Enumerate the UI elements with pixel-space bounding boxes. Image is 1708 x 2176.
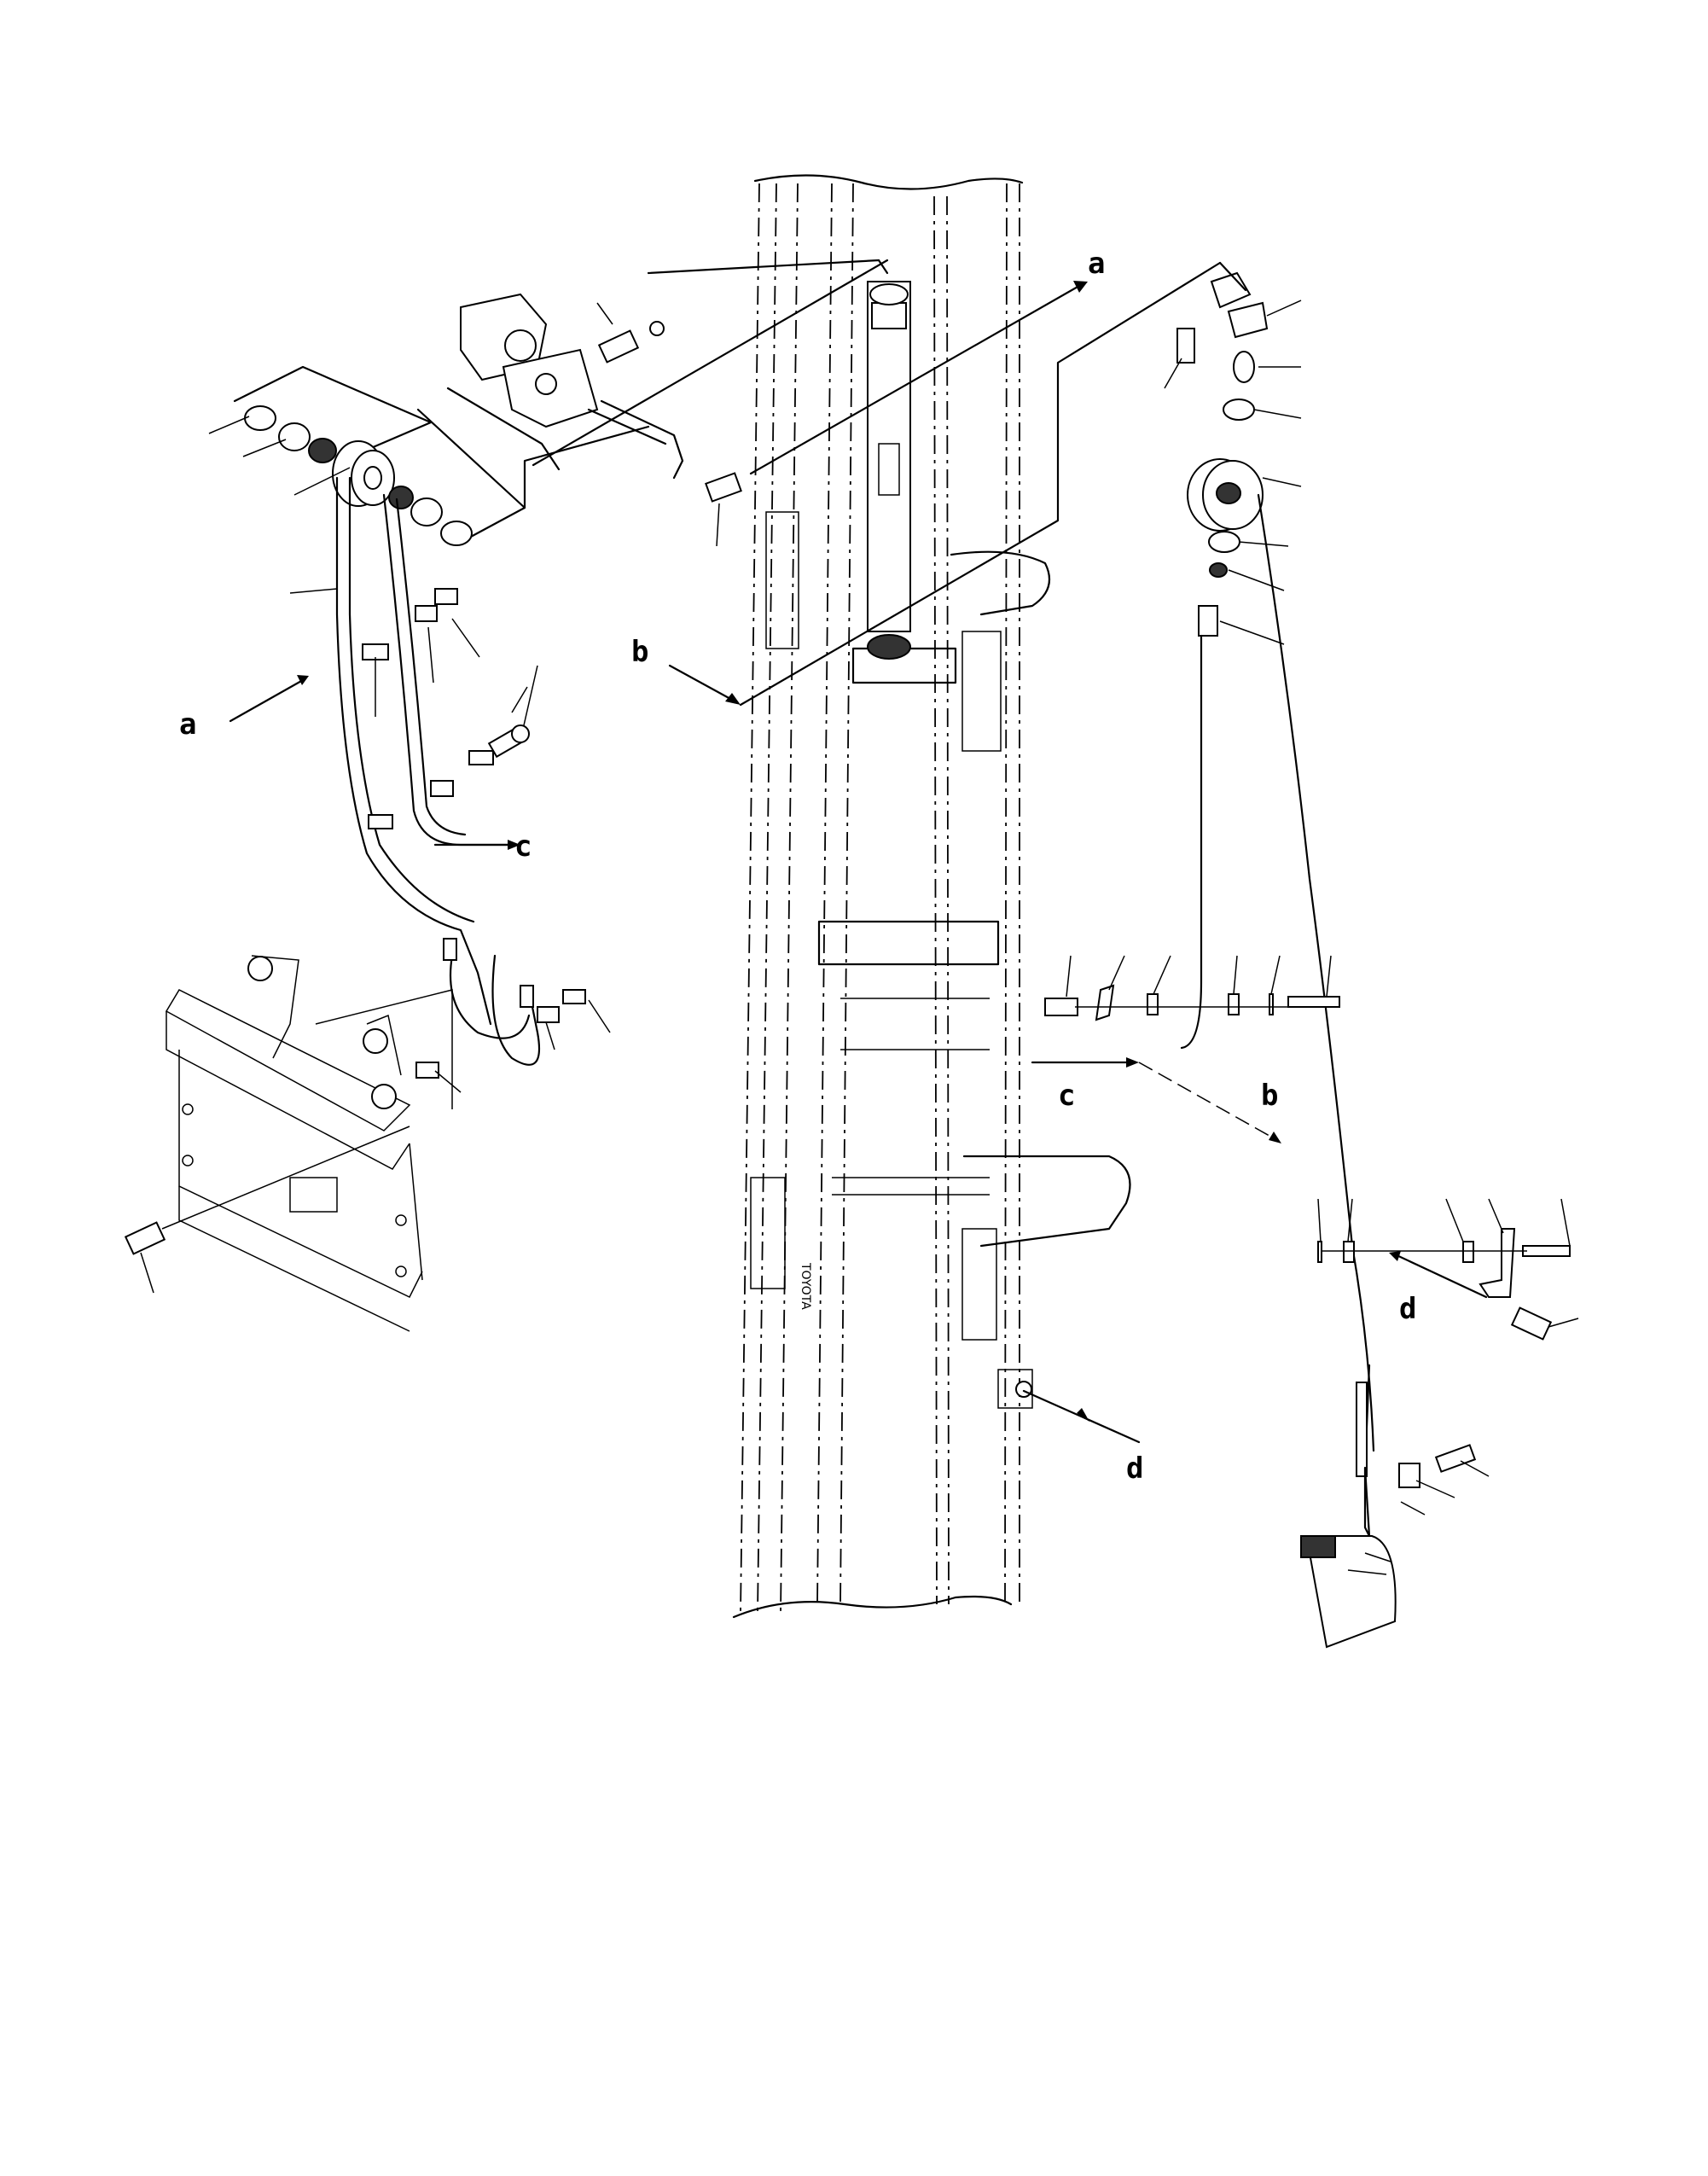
- fitting-right-2: [1233, 351, 1255, 383]
- hose-carriage-2: [491, 954, 541, 1066]
- arrow-d-right: [1393, 1253, 1488, 1299]
- spacer-right: [1208, 531, 1240, 553]
- center-connections: a b c b d: [631, 247, 1281, 1486]
- right-hose-pulley-group: d: [1044, 261, 1579, 1649]
- pin: [597, 329, 640, 364]
- arrow-d-mast: [1022, 1389, 1141, 1444]
- clamp-4: [368, 814, 393, 829]
- ref-label-c-right: c: [1058, 1079, 1075, 1113]
- mast-assembly: TOYOTA: [732, 174, 1131, 1619]
- outer-rail-left: [740, 183, 760, 1614]
- hose-carriage-1: [449, 954, 531, 1039]
- svg-text:TOYOTA: TOYOTA: [799, 1262, 812, 1310]
- washer-right: [1223, 399, 1255, 421]
- clamp-bottom: [1398, 1463, 1420, 1488]
- left-hose-pulley-group: c a: [179, 405, 538, 1026]
- bolt-upper-row: [1287, 996, 1340, 1008]
- bolt-lower-row: [1522, 1245, 1571, 1257]
- elbow-fitting-center: [705, 472, 742, 503]
- mast-bottom-break: [732, 1595, 1013, 1619]
- arrow-a-top: [749, 284, 1081, 475]
- tube-assembly-bottom: [1308, 1535, 1397, 1649]
- crosshead-bracket: [950, 550, 1051, 616]
- mast-bracket-lower: [962, 1155, 1131, 1248]
- mast-top-break: [753, 174, 1024, 190]
- carriage-assembly: [124, 938, 611, 1332]
- bolt-sheave-right: [1198, 605, 1218, 637]
- cross-member-middle: [817, 920, 1000, 966]
- inner-rail-right: [933, 195, 938, 1605]
- connection-line-b: [739, 261, 1222, 707]
- hose-right-short: [1180, 634, 1203, 1050]
- arrow-a-left: [229, 678, 305, 723]
- clamp-carriage-1: [415, 1062, 439, 1079]
- arrow-b-left: [668, 664, 734, 701]
- elbow-upper-row: [1044, 998, 1078, 1016]
- ref-label-d-mast: d: [1126, 1452, 1143, 1486]
- mast-mount-hole: [1015, 1381, 1032, 1398]
- seal-right: [388, 486, 414, 509]
- ref-label-b-left: b: [631, 635, 648, 669]
- hose-left-inner: [382, 493, 514, 847]
- fitting-right-1: [1176, 328, 1195, 364]
- ref-label-b-right: b: [1261, 1079, 1278, 1113]
- ref-label-c-left: c: [514, 829, 532, 864]
- bolt-bottom: [1434, 1444, 1477, 1473]
- sheave-bracket-right: [1210, 271, 1252, 309]
- clamp-3: [430, 780, 454, 797]
- upper-pulley-bracket-group: [233, 259, 889, 539]
- ref-label-a-left: a: [179, 707, 196, 742]
- connection-line-a: [647, 259, 880, 275]
- ref-label-d-right: d: [1399, 1292, 1416, 1326]
- bracket-plate-outline: [233, 365, 433, 450]
- carriage-bolt: [124, 1221, 166, 1255]
- arrow-b-right: [1138, 1062, 1276, 1140]
- inner-rail-left: [816, 183, 833, 1605]
- clamp-carriage-2: [537, 1006, 560, 1023]
- outer-rail-right: [1004, 183, 1008, 1603]
- clamp-2: [415, 605, 438, 622]
- bushing-left: [244, 405, 276, 431]
- seal-left: [308, 438, 337, 463]
- bracket-lower-row: [1479, 1228, 1516, 1298]
- hose-left-outer: [335, 476, 492, 1026]
- carriage-upper-bar: [165, 989, 411, 1132]
- lift-cylinder: [867, 281, 911, 660]
- leader-pin: [596, 302, 613, 325]
- ref-label-a-top: a: [1088, 247, 1105, 281]
- bushing-right: [440, 521, 473, 546]
